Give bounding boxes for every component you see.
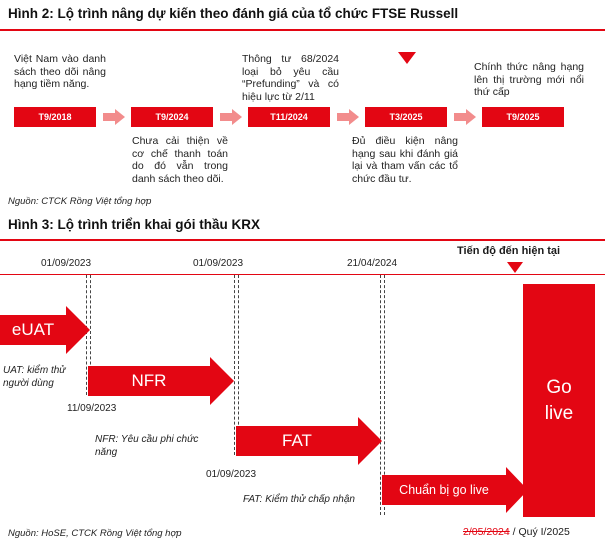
milestone-t3-2025: T3/2025: [365, 107, 447, 127]
milestone-desc-t9-2018: Việt Nam vào danh sách theo dõi nâng hạn…: [14, 53, 106, 90]
milestone-desc-t9-2025: Chính thức nâng hạng lên thị trường mới …: [474, 61, 584, 98]
milestone-t9-2024: T9/2024: [131, 107, 213, 127]
figure3-source: Nguồn: HoSE, CTCK Rồng Việt tổng hợp: [8, 528, 182, 539]
phase-arrow-nfr: [88, 357, 234, 405]
date-fat-start: 01/09/2023: [206, 469, 257, 480]
guide-line: [234, 275, 235, 455]
progress-marker-icon: [507, 262, 523, 273]
golive-block: Go live: [523, 284, 595, 517]
phase-arrow-golive-prep: [382, 467, 528, 513]
date-nfr-end: 01/09/2023: [193, 258, 244, 269]
golive-new-date: / Quý I/2025: [509, 526, 570, 538]
phase-label-euat: eUAT: [11, 320, 55, 339]
guide-line: [384, 275, 385, 515]
figure2-title: Hình 2: Lộ trình nâng dự kiến theo đánh …: [8, 6, 459, 21]
guide-line: [238, 275, 239, 455]
date-fat-end: 21/04/2024: [347, 258, 398, 269]
timeline-arrow-icon: [337, 109, 359, 125]
timeline-arrow-icon: [103, 109, 125, 125]
milestone-desc-t3-2025: Đủ điều kiện nâng hạng sau khi đánh giá …: [352, 135, 458, 185]
phase-arrow-euat: [0, 306, 90, 354]
progress-label: Tiến độ đến hiện tại: [457, 245, 561, 257]
milestone-t9-2025: T9/2025: [482, 107, 564, 127]
gloss-uat: UAT: kiểm thử người dùng: [3, 365, 66, 389]
timeline-arrow-icon: [220, 109, 242, 125]
current-marker-icon: [398, 52, 416, 64]
golive-old-date: 2/05/2024: [463, 526, 510, 538]
milestone-t9-2018: T9/2018: [14, 107, 96, 127]
figure2-source: Nguồn: CTCK Rồng Việt tổng hợp: [8, 196, 152, 207]
krx-timeline-line: [0, 274, 605, 275]
figure3-title-rule: [0, 239, 605, 241]
guide-line: [380, 275, 381, 515]
gloss-fat: FAT: Kiểm thử chấp nhận: [243, 494, 355, 505]
golive-dates: 2/05/2024 / Quý I/2025: [463, 526, 570, 538]
guide-line: [86, 275, 87, 395]
timeline-arrow-icon: [454, 109, 476, 125]
date-euat-end: 01/09/2023: [41, 258, 92, 269]
milestone-desc-t11-2024: Thông tư 68/2024 loại bỏ yêu cầu “Prefun…: [242, 53, 339, 103]
milestone-desc-t9-2024: Chưa cải thiện về cơ chế thanh toán do đ…: [132, 135, 228, 185]
guide-line: [90, 275, 91, 395]
gloss-nfr: NFR: Yêu cầu phi chức năng: [95, 434, 199, 458]
phase-label-nfr: NFR: [131, 371, 167, 390]
figure2-title-rule: [0, 29, 605, 31]
phase-label-fat: FAT: [282, 431, 312, 450]
golive-line2: live: [544, 402, 574, 424]
date-nfr-start: 11/09/2023: [67, 403, 117, 414]
milestone-t11-2024: T11/2024: [248, 107, 330, 127]
figure3-title: Hình 3: Lộ trình triển khai gói thầu KRX: [8, 217, 260, 232]
phase-arrow-fat: [236, 417, 382, 465]
phase-label-golive-prep: Chuẩn bị go live: [399, 483, 489, 497]
golive-line1: Go: [546, 376, 572, 398]
